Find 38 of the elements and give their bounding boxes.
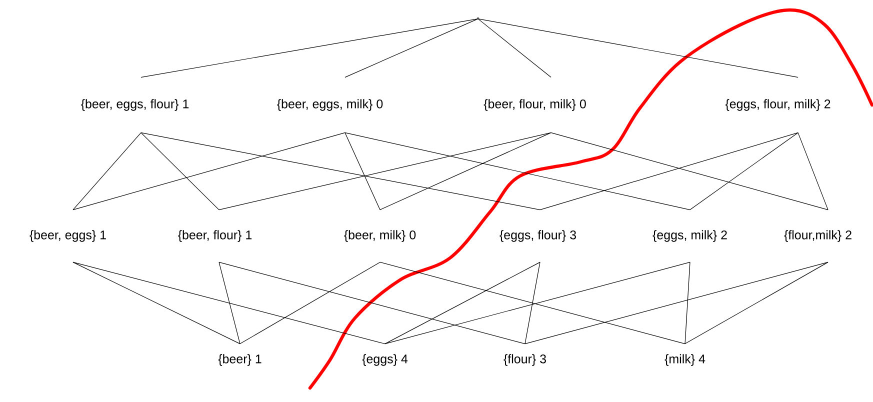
itemset-label: {beer, flour} 1: [178, 230, 252, 242]
itemset-label: {flour,milk} 2: [784, 230, 852, 242]
lattice-line: [218, 132, 552, 210]
lattice-line: [478, 18, 798, 78]
lattice-line: [684, 262, 828, 344]
lattice-line: [798, 132, 828, 210]
lattice-line: [380, 132, 552, 210]
lattice-line: [72, 262, 240, 344]
itemset-label: {eggs, milk} 2: [652, 230, 727, 242]
itemset-label: {eggs, flour} 3: [500, 230, 576, 242]
lattice-line: [524, 262, 540, 344]
lattice-line: [384, 262, 540, 344]
lattice-line: [478, 18, 552, 78]
itemset-label: {beer} 1: [218, 354, 262, 366]
lattice-line: [72, 132, 346, 210]
lattice-line: [344, 132, 690, 210]
itemset-label: {beer, eggs, milk} 0: [277, 99, 383, 111]
lattice-line: [524, 262, 828, 344]
lattice-line: [140, 132, 220, 210]
lattice-line: [140, 132, 540, 210]
lattice-line: [218, 262, 240, 344]
lattice-line: [72, 132, 142, 210]
lattice-line: [240, 262, 380, 344]
itemset-label: {eggs} 4: [362, 354, 408, 366]
itemset-label: {eggs, flour, milk} 2: [725, 99, 830, 111]
lattice-line: [344, 132, 380, 210]
lattice-line: [140, 18, 478, 78]
itemset-label: {beer, eggs} 1: [30, 230, 106, 242]
lattice-line: [218, 262, 526, 344]
lattice-line: [684, 262, 690, 344]
itemset-label: {beer, eggs, flour} 1: [81, 99, 189, 111]
lattice-line: [690, 132, 798, 210]
itemset-label: {milk} 4: [664, 354, 706, 366]
itemset-label: {flour} 3: [504, 354, 546, 366]
itemset-label: {beer, flour, milk} 0: [484, 99, 586, 111]
itemset-label: {beer, milk} 0: [344, 230, 416, 242]
lattice-line: [72, 262, 386, 344]
lattice-line: [344, 18, 478, 78]
